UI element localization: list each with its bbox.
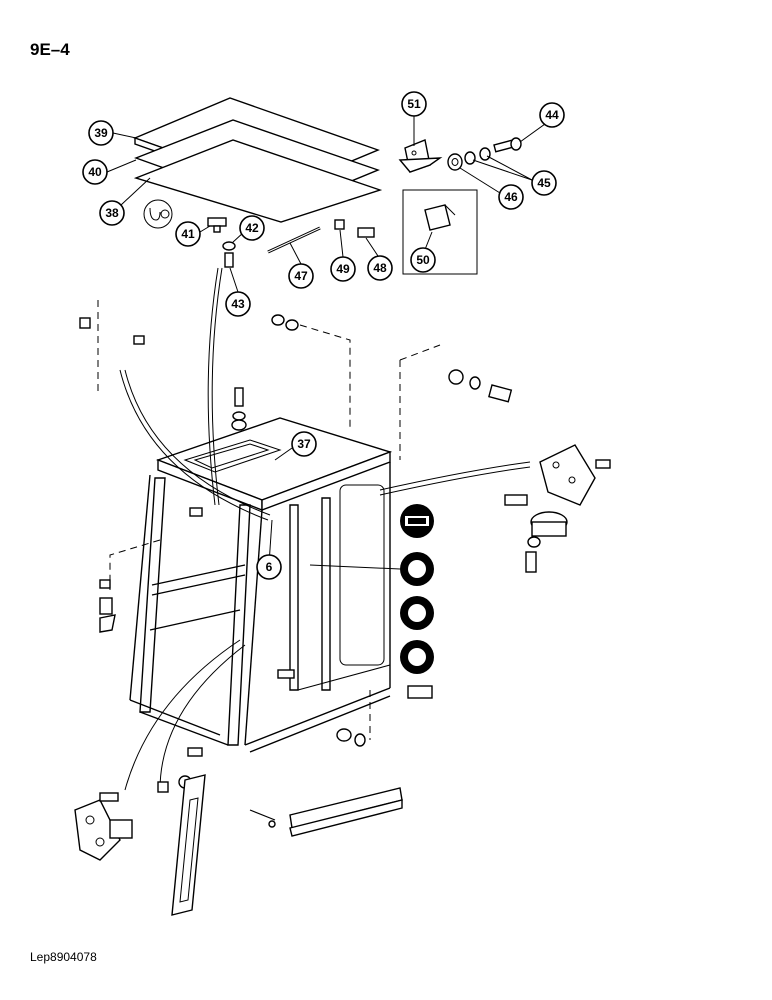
clip-part (207, 217, 227, 233)
callout-label: 44 (545, 108, 559, 122)
callout-label: 38 (105, 206, 119, 220)
callout-44: 44 (539, 102, 565, 128)
callout-6: 6 (256, 554, 282, 580)
door-handle-part (171, 774, 206, 916)
small-bolt-part (224, 252, 234, 268)
callout-label: 46 (504, 190, 518, 204)
callout-37: 37 (291, 431, 317, 457)
mounting-bracket-left (74, 792, 133, 861)
callout-48: 48 (367, 255, 393, 281)
callout-42: 42 (239, 215, 265, 241)
hinge-inset-box (402, 189, 478, 275)
callout-label: 43 (231, 297, 245, 311)
seal-ring-icon (400, 552, 434, 586)
mounting-bracket-right (504, 444, 611, 573)
roof-lower-panel (133, 139, 383, 223)
seal-ring-icon (400, 640, 434, 674)
callout-label: 47 (294, 269, 308, 283)
callout-label: 45 (537, 176, 551, 190)
fastener-set (79, 314, 513, 793)
callout-47: 47 (288, 263, 314, 289)
callout-label: 39 (94, 126, 108, 140)
gas-strut-part (267, 226, 321, 254)
callout-38: 38 (99, 200, 125, 226)
callout-50: 50 (410, 247, 436, 273)
seal-rect-icon (400, 504, 434, 538)
callout-label: 51 (407, 97, 421, 111)
callout-label: 37 (297, 437, 311, 451)
callout-40: 40 (82, 159, 108, 185)
callout-51: 51 (401, 91, 427, 117)
page-code: 9E–4 (30, 40, 70, 59)
assembly-guide-lines (97, 300, 441, 740)
footer-code: Lep8904078 (30, 950, 97, 964)
washer-part (464, 147, 491, 165)
callout-41: 41 (175, 221, 201, 247)
callout-label: 41 (181, 227, 195, 241)
seal-ring-icon (400, 596, 434, 630)
callout-label: 48 (373, 261, 387, 275)
callout-label: 42 (245, 221, 259, 235)
callout-label: 50 (416, 253, 430, 267)
pivot-bolt-part (357, 227, 375, 238)
small-washer-part (222, 241, 236, 251)
callout-39: 39 (88, 120, 114, 146)
leader-lines (106, 116, 546, 565)
cab-frame (129, 417, 393, 753)
callout-label: 6 (266, 560, 273, 574)
seal-detail-icon (143, 199, 173, 229)
pin-part (334, 219, 345, 230)
cable-routing (119, 267, 531, 791)
callout-label: 40 (88, 165, 102, 179)
callout-label: 49 (336, 262, 350, 276)
bolt-part (493, 137, 522, 153)
trim-strip-part (249, 787, 403, 837)
callout-43: 43 (225, 291, 251, 317)
callout-45: 45 (531, 170, 557, 196)
nut-part (447, 153, 463, 171)
callout-46: 46 (498, 184, 524, 210)
hinge-part (398, 139, 443, 173)
callout-49: 49 (330, 256, 356, 282)
